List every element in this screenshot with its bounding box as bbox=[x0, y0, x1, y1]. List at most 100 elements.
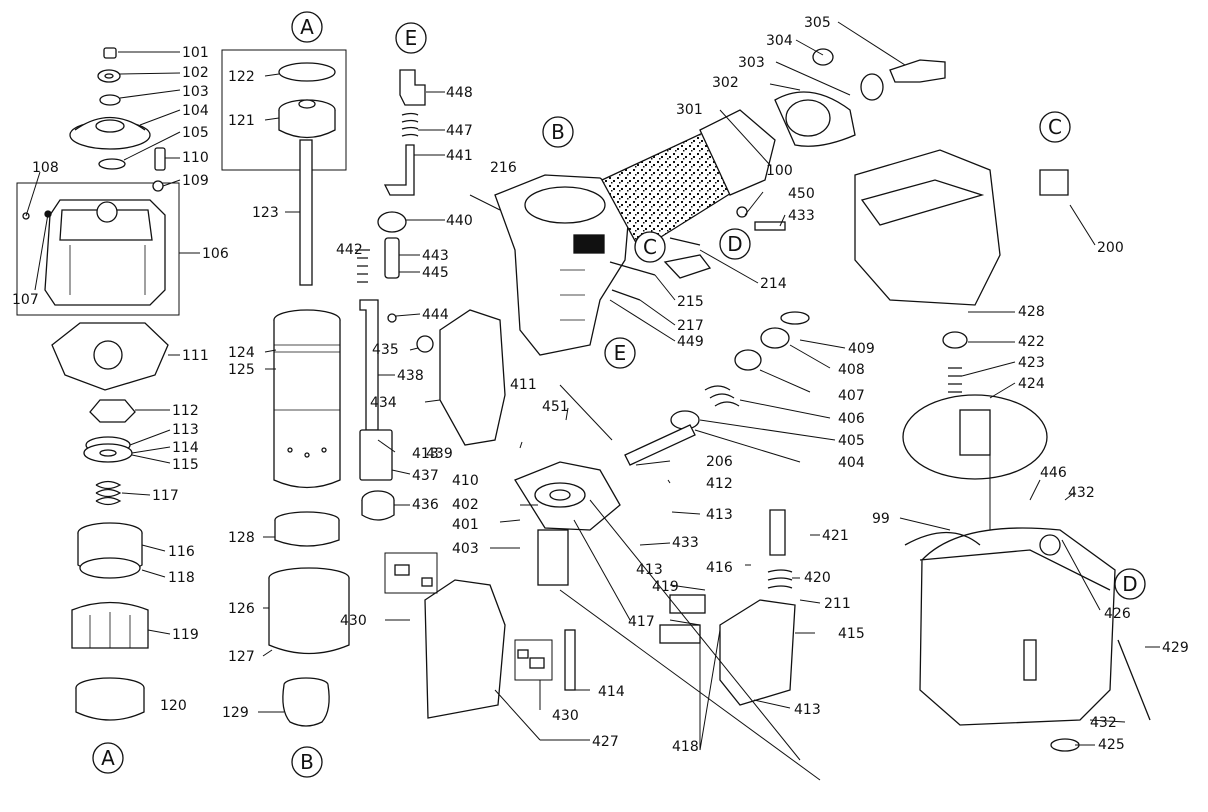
part-number: 404 bbox=[838, 455, 865, 471]
part-number: 415 bbox=[838, 626, 865, 642]
part-number: 117 bbox=[152, 488, 179, 504]
part-number: 301 bbox=[676, 102, 703, 118]
part-number: 111 bbox=[182, 348, 209, 364]
part-number: 107 bbox=[12, 292, 39, 308]
part-number: 413 bbox=[794, 702, 821, 718]
part-number: 102 bbox=[182, 65, 209, 81]
section-letter: A bbox=[101, 746, 115, 770]
part-number: 444 bbox=[422, 307, 449, 323]
section-letter: D bbox=[727, 232, 742, 256]
section-letter: E bbox=[614, 341, 627, 365]
part-number: 451 bbox=[542, 399, 569, 415]
part-number: 123 bbox=[252, 205, 279, 221]
part-number: 438 bbox=[397, 368, 424, 384]
magazine-assembly bbox=[854, 149, 1151, 752]
part-number: 122 bbox=[228, 69, 255, 85]
part-number: 100 bbox=[766, 163, 793, 179]
part-number: 409 bbox=[848, 341, 875, 357]
part-number: 436 bbox=[412, 497, 439, 513]
part-number: 408 bbox=[838, 362, 865, 378]
part-number: 303 bbox=[738, 55, 765, 71]
part-number: 413 bbox=[706, 507, 733, 523]
part-number: 305 bbox=[804, 15, 831, 31]
part-number: 419 bbox=[652, 579, 679, 595]
section-letter: D bbox=[1122, 572, 1137, 596]
part-number: 214 bbox=[760, 276, 787, 292]
head-cap-assembly bbox=[16, 47, 180, 721]
part-number: 118 bbox=[168, 570, 195, 586]
part-number: 428 bbox=[1018, 304, 1045, 320]
part-number: 406 bbox=[838, 411, 865, 427]
section-letter: B bbox=[551, 120, 565, 144]
part-number: 439 bbox=[426, 446, 453, 462]
part-number: 105 bbox=[182, 125, 209, 141]
part-number: 119 bbox=[172, 627, 199, 643]
part-number: 416 bbox=[706, 560, 733, 576]
part-number: 405 bbox=[838, 433, 865, 449]
part-number: 124 bbox=[228, 345, 255, 361]
part-number: 116 bbox=[168, 544, 195, 560]
part-number: 410 bbox=[452, 473, 479, 489]
part-number: 304 bbox=[766, 33, 793, 49]
part-number: 108 bbox=[32, 160, 59, 176]
part-number: 429 bbox=[1162, 640, 1189, 656]
part-number: 127 bbox=[228, 649, 255, 665]
part-number: 126 bbox=[228, 601, 255, 617]
part-number: 412 bbox=[706, 476, 733, 492]
part-number: 114 bbox=[172, 440, 199, 456]
part-number: 129 bbox=[222, 705, 249, 721]
part-number: 101 bbox=[182, 45, 209, 61]
part-number: 413 bbox=[636, 562, 663, 578]
part-number: 440 bbox=[446, 213, 473, 229]
part-number: 413 bbox=[412, 446, 439, 462]
leader-lines bbox=[25, 21, 1160, 781]
part-number: 103 bbox=[182, 84, 209, 100]
section-markers: A A B B C C D D E E bbox=[92, 11, 1146, 778]
part-number: 432 bbox=[1090, 715, 1117, 731]
part-number: 120 bbox=[160, 698, 187, 714]
part-labels: 101 102 103 104 105 106 107 108 109 110 … bbox=[12, 15, 1189, 755]
part-number: 435 bbox=[372, 342, 399, 358]
part-number: 426 bbox=[1104, 606, 1131, 622]
part-number: 430 bbox=[552, 708, 579, 724]
part-number: 99 bbox=[872, 511, 890, 527]
part-number: 445 bbox=[422, 265, 449, 281]
part-number: 450 bbox=[788, 186, 815, 202]
part-number: 206 bbox=[706, 454, 733, 470]
part-number: 121 bbox=[228, 113, 255, 129]
part-number: 448 bbox=[446, 85, 473, 101]
part-number: 402 bbox=[452, 497, 479, 513]
part-number: 443 bbox=[422, 248, 449, 264]
part-number: 425 bbox=[1098, 737, 1125, 753]
part-number: 433 bbox=[672, 535, 699, 551]
part-number: 110 bbox=[182, 150, 209, 166]
section-letter: B bbox=[300, 750, 314, 774]
part-number: 430 bbox=[340, 613, 367, 629]
part-number: 215 bbox=[677, 294, 704, 310]
main-housing bbox=[494, 48, 946, 706]
part-number: 414 bbox=[598, 684, 625, 700]
part-number: 434 bbox=[370, 395, 397, 411]
section-letter: A bbox=[300, 15, 314, 39]
part-number: 417 bbox=[628, 614, 655, 630]
part-number: 401 bbox=[452, 517, 479, 533]
part-number: 407 bbox=[838, 388, 865, 404]
piston-cylinder-assembly bbox=[221, 49, 350, 727]
part-number: 441 bbox=[446, 148, 473, 164]
part-number: 109 bbox=[182, 173, 209, 189]
part-number: 427 bbox=[592, 734, 619, 750]
linkage-assembly bbox=[355, 69, 553, 719]
part-number: 125 bbox=[228, 362, 255, 378]
section-letter: C bbox=[643, 235, 657, 259]
part-number: 106 bbox=[202, 246, 229, 262]
part-number: 418 bbox=[672, 739, 699, 755]
part-number: 302 bbox=[712, 75, 739, 91]
part-number: 421 bbox=[822, 528, 849, 544]
part-number: 420 bbox=[804, 570, 831, 586]
part-number: 113 bbox=[172, 422, 199, 438]
part-number: 115 bbox=[172, 457, 199, 473]
part-number: 424 bbox=[1018, 376, 1045, 392]
part-number: 437 bbox=[412, 468, 439, 484]
part-number: 447 bbox=[446, 123, 473, 139]
part-number: 128 bbox=[228, 530, 255, 546]
